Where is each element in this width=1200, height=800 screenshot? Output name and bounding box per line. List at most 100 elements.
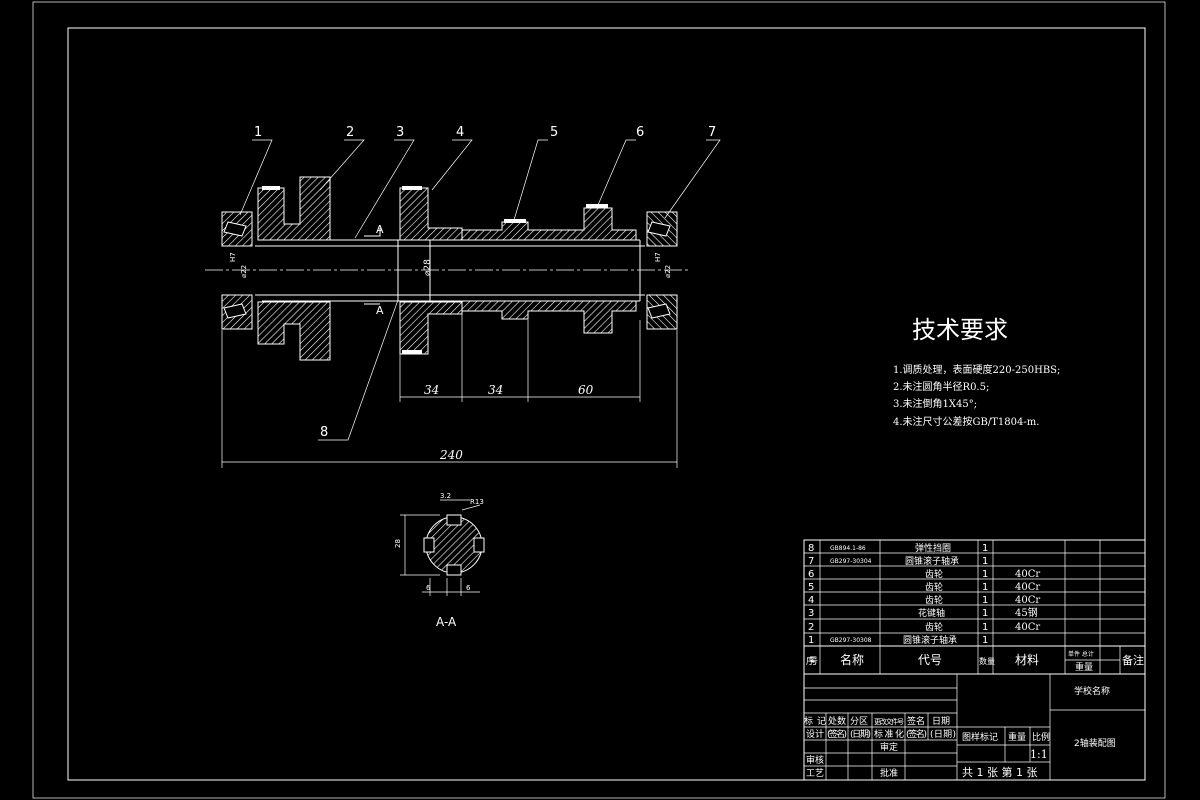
- balloon-3: 3: [396, 125, 404, 140]
- tb-weight: 重量: [1008, 731, 1026, 743]
- bom-qty-5: 1: [982, 582, 988, 593]
- tb-change: 更改文件号: [874, 717, 904, 726]
- dim-dia-left: ⌀22: [240, 265, 248, 278]
- bom-mat-6: 40Cr: [1015, 569, 1040, 580]
- section-dim-1: 3.2: [440, 492, 451, 500]
- bom-code-1: GB297-30308: [830, 637, 872, 644]
- bom-qty-1: 1: [982, 635, 988, 646]
- balloon-4: 4: [456, 125, 464, 140]
- tb-drawing-name: 2轴装配图: [1074, 737, 1116, 749]
- bom-head-qty: 数量: [979, 656, 995, 666]
- section-dim-3: 28: [394, 539, 402, 548]
- bom-qty-6: 1: [982, 569, 988, 580]
- bom-head-mat: 材料: [1015, 653, 1039, 667]
- bom-head-remark: 备注: [1122, 653, 1144, 667]
- balloon-7: 7: [708, 125, 716, 140]
- tb-design-date: (日期): [850, 729, 871, 740]
- tb-audit: 审核: [806, 754, 824, 766]
- bom-no-4: 4: [808, 595, 814, 606]
- bom-head-code: 代号: [918, 653, 942, 667]
- bom-head-no: 序号: [806, 655, 818, 667]
- bom-qty-8: 1: [982, 543, 988, 554]
- assembly-view: H7 ⌀22 ⌀28 H7 ⌀22 A A 1 2 3 4 5 6 7 8: [205, 125, 721, 468]
- bom-no-1: 1: [808, 635, 814, 646]
- balloon-5: 5: [550, 125, 558, 140]
- dim-34-b: 34: [488, 383, 503, 397]
- section-label: A-A: [436, 615, 457, 629]
- tech-title: 技术要求: [912, 316, 1008, 344]
- bom-code-7: GB297-30304: [830, 558, 872, 565]
- bom-no-2: 2: [808, 622, 814, 633]
- tb-design-sign: (签名): [827, 728, 847, 740]
- bom-mat-3: 45钢: [1015, 606, 1038, 619]
- bom-no-3: 3: [808, 608, 814, 619]
- tb-mark: 标记: [804, 715, 826, 727]
- section-dim-4: 6: [426, 584, 431, 592]
- dim-h7-left: H7: [229, 252, 237, 262]
- bom-mat-5: 40Cr: [1015, 582, 1040, 593]
- balloon-1: 1: [254, 125, 262, 140]
- tb-sign: 签名: [907, 715, 925, 727]
- tech-line-4: 4.未注尺寸公差按GB/T1804-m.: [893, 415, 1039, 428]
- balloon-6: 6: [636, 125, 644, 140]
- tb-standard-date: (日期): [930, 729, 956, 740]
- bom-name-3: 花键轴: [918, 607, 945, 619]
- bom-name-6: 齿轮: [925, 568, 943, 580]
- tb-zone: 分区: [850, 716, 868, 727]
- balloon-leaders: [239, 139, 721, 441]
- tb-approve: 批准: [880, 767, 898, 779]
- section-mark-bottom: A: [376, 304, 384, 317]
- bom-head-name: 名称: [840, 652, 864, 667]
- tb-standard-sign: (签名): [906, 728, 927, 740]
- bom-code-8: GB894.1-86: [830, 545, 866, 552]
- bom-name-1: 圆锥滚子轴承: [903, 634, 957, 646]
- bom-name-5: 齿轮: [925, 581, 943, 593]
- bom-no-7: 7: [808, 556, 814, 567]
- tb-check: 审定: [880, 741, 898, 753]
- dim-34-a: 34: [424, 383, 439, 397]
- bom-head-unit: 单件 总计: [1068, 650, 1094, 658]
- bom-qty-2: 1: [982, 622, 988, 633]
- tb-sheets: 共 1 张 第 1 张: [962, 765, 1037, 779]
- tech-line-2: 2.未注圆角半径R0.5;: [893, 380, 989, 393]
- title-block: 标记 处数 分区 更改文件号 签名 日期 设计 (签名) (日期) 标准化 (签…: [803, 673, 1146, 781]
- bom-table: 8 GB894.1-86 弹性挡圈 1 7 GB297-30304 圆锥滚子轴承…: [803, 539, 1146, 675]
- tech-line-1: 1.调质处理，表面硬度220-250HBS;: [893, 363, 1060, 376]
- tb-scale: 1:1: [1030, 748, 1048, 761]
- bom-qty-3: 1: [982, 608, 988, 619]
- bom-name-8: 弹性挡圈: [915, 542, 951, 554]
- bom-name-4: 齿轮: [925, 594, 943, 606]
- tech-line-3: 3.未注倒角1X45°;: [893, 397, 977, 410]
- balloon-2: 2: [346, 125, 354, 140]
- dim-dia-right: ⌀22: [664, 265, 672, 278]
- balloon-8: 8: [320, 425, 328, 440]
- tb-count: 处数: [828, 715, 846, 727]
- technical-requirements: 技术要求 1.调质处理，表面硬度220-250HBS; 2.未注圆角半径R0.5…: [893, 316, 1060, 428]
- dimension-lines: [221, 310, 678, 468]
- outer-border: [32, 1, 1166, 799]
- bom-mat-2: 40Cr: [1015, 622, 1040, 633]
- bom-qty-4: 1: [982, 595, 988, 606]
- tb-date: 日期: [932, 716, 950, 727]
- section-dim-2: R13: [470, 498, 484, 506]
- bom-no-6: 6: [808, 569, 814, 580]
- dim-h7-right: H7: [654, 252, 662, 262]
- dim-60: 60: [578, 383, 594, 397]
- bom-no-5: 5: [808, 582, 814, 593]
- dim-240: 240: [439, 448, 463, 462]
- tb-school: 学校名称: [1074, 685, 1110, 697]
- section-view: 3.2 R13 28 6 6 A-A: [394, 492, 485, 629]
- bom-qty-7: 1: [982, 556, 988, 567]
- tb-craft: 工艺: [806, 768, 824, 779]
- bom-no-8: 8: [808, 543, 814, 554]
- bom-name-2: 齿轮: [925, 621, 943, 633]
- tb-scale-label: 比例: [1032, 731, 1050, 743]
- tb-design: 设计: [806, 728, 824, 740]
- section-dim-5: 6: [466, 584, 471, 592]
- bom-head-weight: 重量: [1075, 661, 1093, 673]
- dim-dia28: ⌀28: [423, 259, 433, 276]
- tb-standard: 标准化: [874, 728, 904, 740]
- tb-stage: 图样标记: [962, 731, 998, 743]
- section-mark-top: A: [376, 223, 384, 236]
